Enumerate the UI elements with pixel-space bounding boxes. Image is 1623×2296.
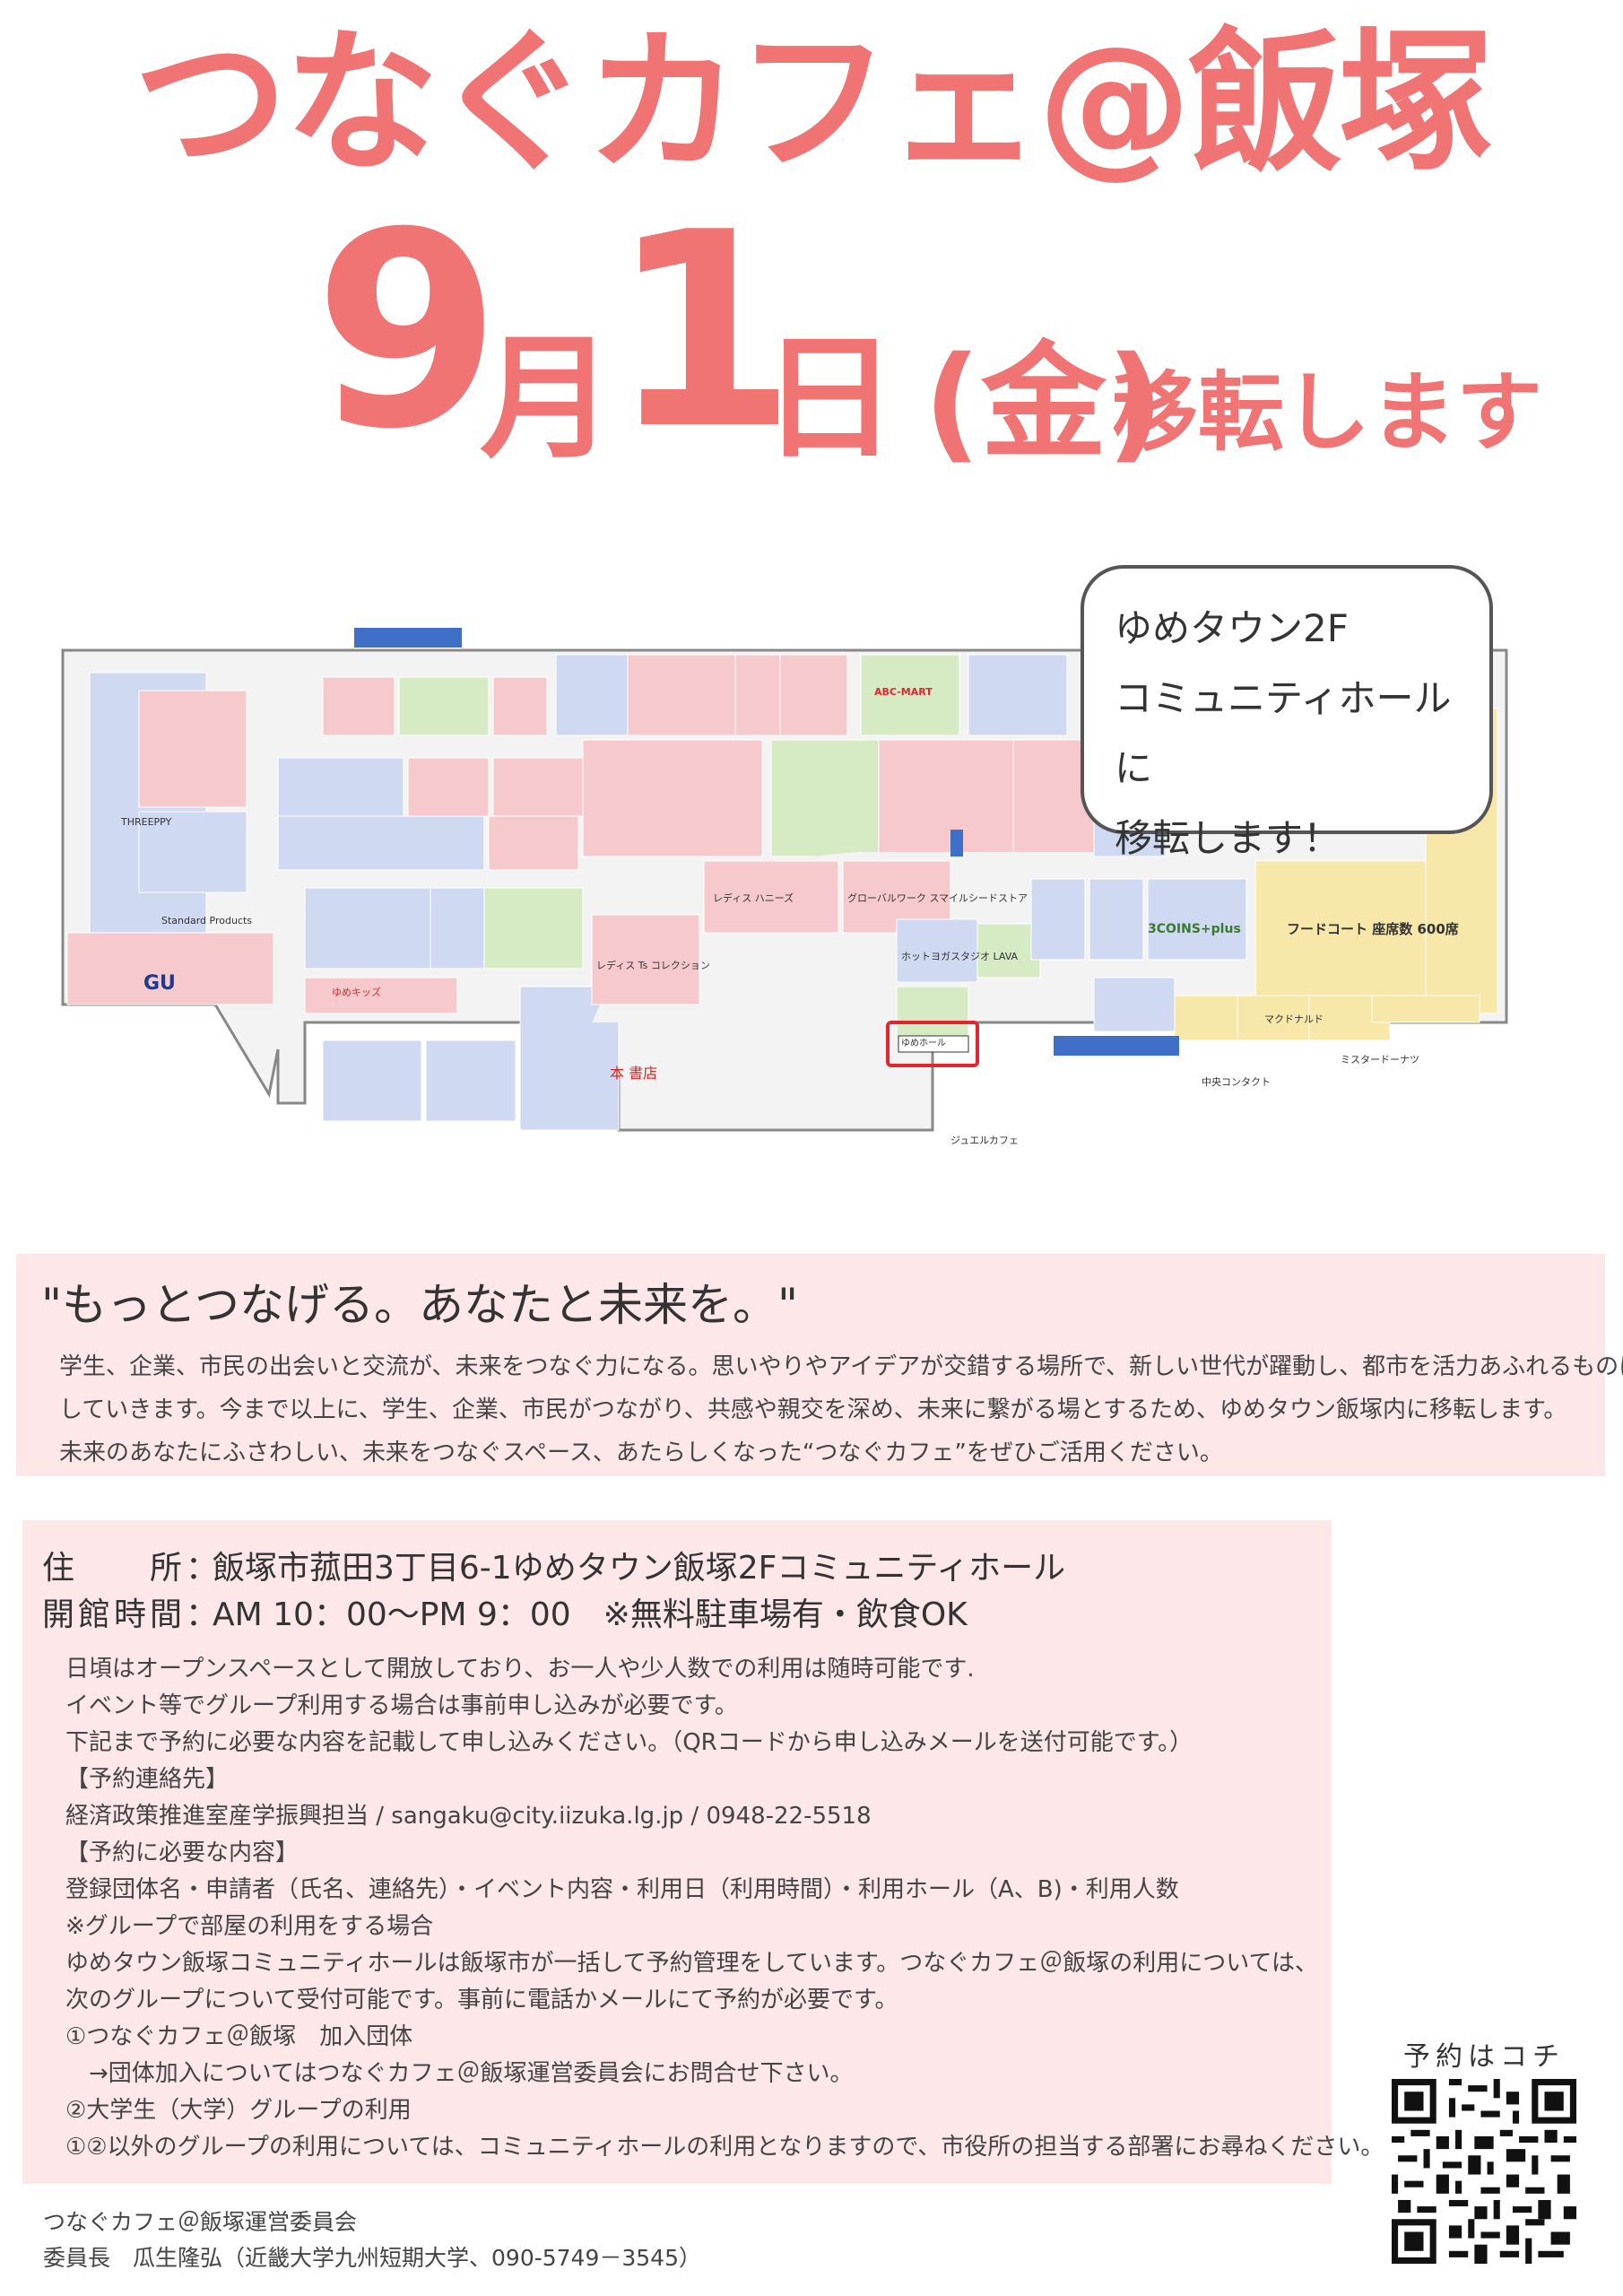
qr-code-icon[interactable] <box>1392 2079 1576 2264</box>
hours-row: 開館時間：AM 10：00〜PM 9：00 ※無料駐車場有・飲食OK <box>42 1592 1312 1639</box>
move-text: 移転します <box>1112 362 1542 463</box>
map-label-yume-kids: ゆめキッズ <box>332 987 381 998</box>
footer-organization: つなぐカフェ＠飯塚運営委員会 <box>43 2209 358 2235</box>
floor-map: THREEPPY Standard Products GU ABC-MART 3… <box>36 538 1560 1184</box>
hours-value: AM 10：00〜PM 9：00 ※無料駐車場有・飲食OK <box>213 1596 968 1633</box>
concept-line: していきます。今まで以上に、学生、企業、市民がつながり、共感や親交を深め、未来に… <box>59 1396 1567 1423</box>
concept-line: 学生、企業、市民の出会いと交流が、未来をつなぐ力になる。思いやりやアイデアが交錯… <box>59 1353 1623 1380</box>
info-line: ※グループで部屋の利用をする場合 <box>65 1913 434 1940</box>
page-title: つなぐカフェ@飯塚 <box>134 13 1493 193</box>
info-line: ②大学生（大学）グループの利用 <box>65 2097 412 2124</box>
map-label-3coins: 3COINS+plus <box>1148 922 1241 936</box>
info-section: 住 所：飯塚市菰田3丁目6-1ゆめタウン飯塚2Fコミュニティホール 開館時間：A… <box>22 1520 1384 2184</box>
info-line: 下記まで予約に必要な内容を記載して申し込みください。（QRコードから申し込みメー… <box>65 1729 1193 1756</box>
bubble-line-2: コミュニティホールに <box>1115 676 1452 790</box>
date-number-9: 9 <box>314 175 501 488</box>
info-line: 【予約に必要な内容】 <box>65 1839 299 1866</box>
map-label-threeppy: THREEPPY <box>121 816 172 828</box>
date-day: 日 <box>762 321 898 477</box>
info-line: ゆめタウン飯塚コミュニティホールは飯塚市が一括して予約管理をしています。つなぐカ… <box>65 1950 1318 1977</box>
info-line: 【予約連絡先】 <box>65 1766 230 1793</box>
footer: つなぐカフェ＠飯塚運営委員会 委員長 瓜生隆弘（近畿大学九州短期大学、090-5… <box>43 2205 701 2276</box>
map-label-standard-products: Standard Products <box>161 915 253 926</box>
map-label-jewel-cafe: ジュエルカフェ <box>950 1135 1019 1146</box>
address-value: 飯塚市菰田3丁目6-1ゆめタウン飯塚2Fコミュニティホール <box>213 1550 1066 1587</box>
date-number-1: 1 <box>610 175 797 488</box>
relocation-date: 9 月 1 日 (金) 移転します <box>314 197 1587 493</box>
info-line: →団体加入についてはつなぐカフェ＠飯塚運営委員会にお問合せ下さい。 <box>65 2060 854 2087</box>
floor-map-drawing <box>61 628 1508 1132</box>
map-label-honeys: レディス ハニーズ <box>713 892 794 904</box>
date-weekday: (金) <box>924 330 1164 476</box>
map-label-yume-hall: ゆめホール <box>901 1039 946 1048</box>
address-row: 住 所：飯塚市菰田3丁目6-1ゆめタウン飯塚2Fコミュニティホール <box>42 1545 1312 1592</box>
map-label-global-work: グローバルワーク スマイルシードストア <box>847 892 1028 904</box>
bubble-line-3: 移転します！ <box>1115 816 1341 860</box>
info-line: イベント等でグループ利用する場合は事前申し込みが必要です。 <box>65 1692 738 1719</box>
date-month: 月 <box>480 321 615 477</box>
concept-section: "もっとつなげる。あなたと未来を。" 学生、企業、市民の出会いと交流が、未来をつ… <box>16 1254 1623 1476</box>
info-line: ①つなぐカフェ＠飯塚 加入団体 <box>65 2023 413 2050</box>
contact-line[interactable]: 経済政策推進室産学振興担当 / sangaku@city.iizuka.lg.j… <box>65 1803 872 1830</box>
map-label-mister-donut: ミスタードーナツ <box>1341 1054 1419 1065</box>
relocation-speech-bubble: ゆめタウン2F コミュニティホールに 移転します！ <box>1081 565 1493 860</box>
map-label-mcdonalds: マクドナルド <box>1264 1013 1324 1025</box>
info-line: 登録団体名・申請者（氏名、連絡先）・イベント内容・利用日（利用時間）・利用ホール… <box>65 1876 1179 1903</box>
map-label-abc-mart: ABC-MART <box>874 686 933 698</box>
info-line: 次のグループについて受付可能です。事前に電話かメールにて予約が必要です。 <box>65 1987 898 2013</box>
map-label-bookstore: 本 書店 <box>610 1065 658 1082</box>
map-label-contact: 中央コンタクト <box>1202 1076 1271 1088</box>
map-label-ts-collection: レディス Ts コレクション <box>596 960 710 971</box>
concept-body: 学生、企業、市民の出会いと交流が、未来をつなぐ力になる。思いやりやアイデアが交錯… <box>59 1345 1623 1474</box>
info-line: 日頃はオープンスペースとして開放しており、お一人や少人数での利用は随時可能です. <box>65 1656 975 1683</box>
footer-chair: 委員長 瓜生隆弘（近畿大学九州短期大学、090-5749－3545） <box>43 2245 701 2271</box>
map-label-food-court: フードコート 座席数 600席 <box>1287 921 1459 937</box>
map-label-gu: GU <box>143 972 176 995</box>
hours-label: 開館時間： <box>42 1596 222 1633</box>
concept-title: "もっとつなげる。あなたと未来を。" <box>41 1279 798 1331</box>
info-line: ①②以外のグループの利用については、コミュニティホールの利用となりますので、市役… <box>65 2134 1384 2161</box>
concept-line: 未来のあなたにふさわしい、未来をつなぐスペース、あたらしくなった“つなぐカフェ”… <box>59 1439 1223 1466</box>
bubble-line-1: ゆめタウン2F <box>1115 606 1349 650</box>
map-label-lava: ホットヨガスタジオ LAVA <box>901 951 1019 962</box>
info-details: 日頃はオープンスペースとして開放しており、お一人や少人数での利用は随時可能です.… <box>42 1651 1384 2166</box>
address-label: 住 所： <box>42 1550 222 1587</box>
